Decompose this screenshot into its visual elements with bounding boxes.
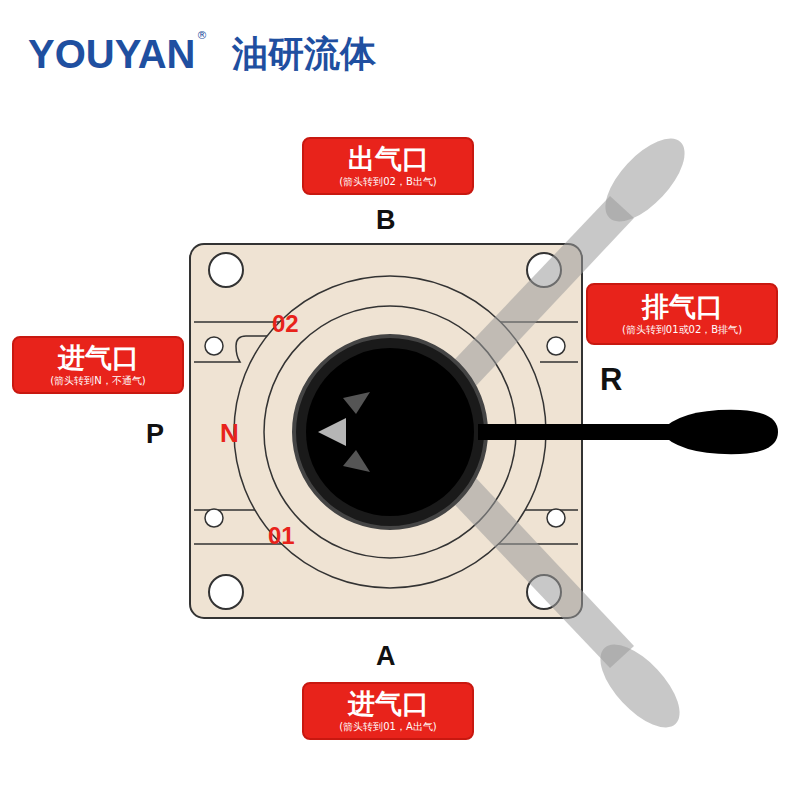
position-mark: N (220, 420, 239, 446)
position-mark: 02 (272, 312, 299, 336)
callout-heading: 出气口 (312, 143, 464, 175)
handle-bar (478, 424, 688, 440)
position-mark: 01 (268, 524, 295, 548)
port-letter: R (600, 364, 622, 395)
handle-grip (660, 410, 778, 454)
callout-heading: 排气口 (596, 291, 768, 323)
brand-name: 油研流体 (232, 36, 376, 72)
registered-mark: ® (196, 30, 207, 41)
direction-arrows (318, 392, 370, 472)
port-letter: P (146, 421, 164, 448)
callout-note: (箭头转到01或02，B排气) (596, 323, 768, 337)
knob (294, 336, 486, 528)
callout-box: 进气口(箭头转到N，不通气) (12, 336, 184, 394)
callout-box: 排气口(箭头转到01或02，B排气) (586, 283, 778, 345)
port-letter: A (376, 643, 396, 670)
knob-cap (306, 348, 474, 516)
callout-heading: 进气口 (22, 342, 174, 374)
callout-note: (箭头转到01，A出气) (312, 720, 464, 734)
callout-note: (箭头转到N，不通气) (22, 374, 174, 388)
callout-box: 进气口(箭头转到01，A出气) (302, 682, 474, 740)
port-letter: B (376, 207, 396, 234)
callout-heading: 进气口 (312, 688, 464, 720)
callout-box: 出气口(箭头转到02，B出气) (302, 137, 474, 195)
brand-logo: YOUYAN (28, 34, 195, 74)
callout-note: (箭头转到02，B出气) (312, 175, 464, 189)
